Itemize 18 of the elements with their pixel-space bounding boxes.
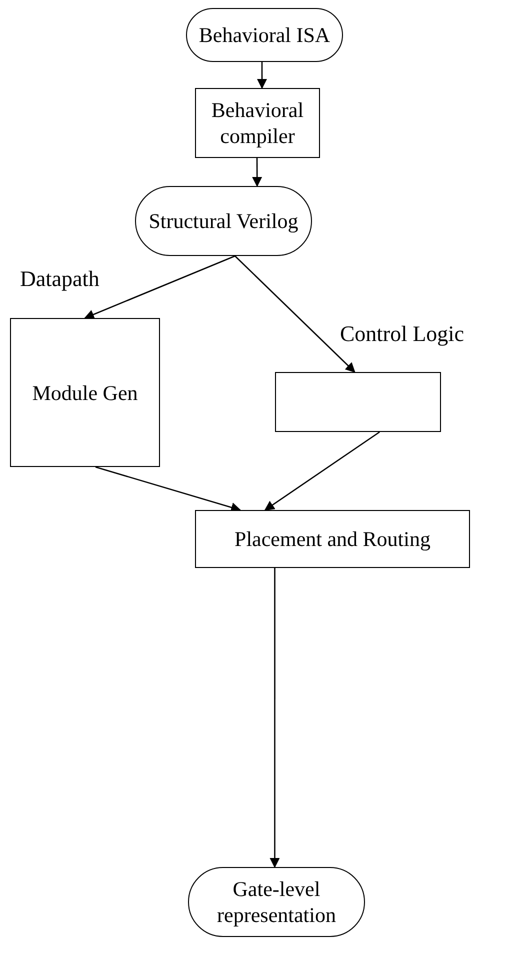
node-text: Gate-level representation xyxy=(216,876,337,928)
arrow xyxy=(234,256,356,373)
arrow xyxy=(252,158,262,187)
arrow xyxy=(257,62,267,89)
arrow xyxy=(264,431,380,511)
arrow xyxy=(95,466,242,512)
node-text: Module Gen xyxy=(32,380,138,406)
arrow xyxy=(270,568,280,868)
node-text: Structural Verilog xyxy=(148,208,298,234)
process-box xyxy=(275,372,441,432)
node-text: Behavioral compiler xyxy=(210,97,305,149)
node-text: Placement and Routing xyxy=(234,526,430,552)
terminal-box xyxy=(186,8,343,62)
node-text: Behavioral ISA xyxy=(198,22,330,48)
process-box xyxy=(195,510,470,568)
process-box xyxy=(10,318,160,467)
process-box xyxy=(195,88,320,158)
arrow xyxy=(84,255,236,320)
